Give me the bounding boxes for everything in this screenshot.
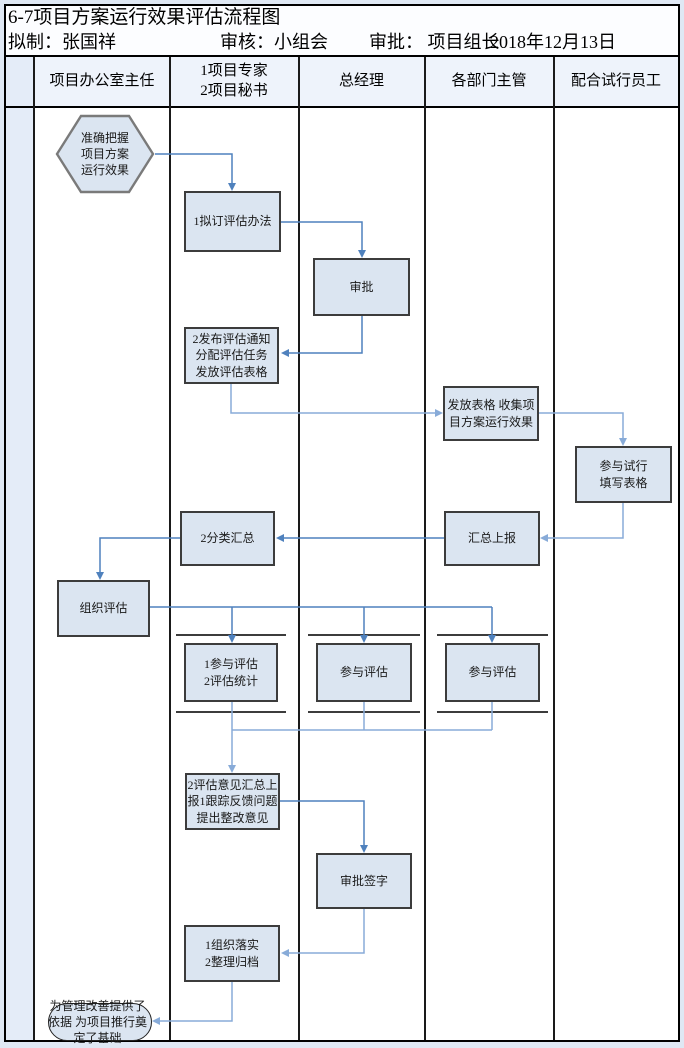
join-bar [308,711,420,713]
fork-bar [437,634,548,636]
meta-approver: 审批： 项目组长 [369,32,500,52]
node-label: 2评估意见汇总上 报1跟踪反馈问题 提出整改意见 [187,778,278,825]
process-implement-archive: 1组织落实 2整理归档 [184,925,280,982]
process-participate-dept: 参与评估 [445,643,540,702]
hexagon-outline [55,114,155,194]
process-feedback-summary: 2评估意见汇总上 报1跟踪反馈问题 提出整改意见 [185,773,280,830]
hexagon-shape [55,114,155,194]
process-report-up: 汇总上报 [444,511,540,566]
meta-date: 2018年12月13日 [490,32,616,52]
meta-reviewer: 审核：小组会 [220,32,328,52]
title-separator [6,55,678,57]
node-label: 参与试行 填写表格 [599,459,648,490]
process-participate-expert: 1参与评估 2评估统计 [184,643,278,702]
process-fill-forms: 参与试行 填写表格 [575,446,672,503]
start-node: 准确把握 项目方案 运行效果 [55,114,155,194]
header-separator [6,106,678,108]
title-block [6,6,678,55]
node-label: 参与评估 [468,665,517,680]
end-node: 为管理改善提供了 依据 为项目推行奠 定了基础 [48,999,152,1045]
node-label: 准确把握 项目方案 运行效果 [80,130,129,178]
node-label: 1参与评估 2评估统计 [203,657,258,688]
process-participate-gm: 参与评估 [316,643,412,702]
page-title: 6-7项目方案运行效果评估流程图 [8,7,281,28]
lane-header-general-manager: 总经理 [338,72,384,89]
node-label: 审批 [349,279,374,294]
node-label: 为管理改善提供了 依据 为项目推行奠 定了基础 [47,998,147,1046]
process-classify-summary: 2分类汇总 [180,511,275,566]
process-distribute-collect: 发放表格 收集项 目方案运行效果 [443,386,539,441]
lane-header-office-director: 项目办公室主任 [49,72,155,89]
join-bar [437,711,548,713]
left-margin-band [6,57,33,1040]
node-label: 审批签字 [339,873,388,888]
node-label: 1拟订评估办法 [193,214,272,229]
node-label: 2发布评估通知 分配评估任务 发放评估表格 [192,332,271,379]
process-draft-evaluation-method: 1拟订评估办法 [184,191,281,252]
node-label: 发放表格 收集项 目方案运行效果 [447,398,535,429]
meta-drafter: 拟制：张国祥 [8,32,116,52]
fork-bar [308,634,420,636]
lane-divider [424,57,426,1040]
join-bar [176,711,286,713]
lane-header-dept-managers: 各部门主管 [451,72,527,89]
lane-header-trial-staff: 配合试行员工 [570,72,661,89]
node-label: 汇总上报 [467,531,516,546]
lane-divider [33,57,35,1040]
node-label: 2分类汇总 [200,531,255,546]
lane-divider [298,57,300,1040]
node-label: 参与评估 [339,665,388,680]
process-sign-approval: 审批签字 [316,853,412,909]
lane-header-row [33,57,678,106]
fork-bar [176,634,286,636]
process-organize-evaluation: 组织评估 [57,580,150,637]
process-issue-notice: 2发布评估通知 分配评估任务 发放评估表格 [184,327,279,384]
node-label: 组织评估 [79,601,128,616]
lane-header-expert-secretary: 1项目专家 2项目秘书 [200,63,268,99]
sheet-border [4,4,680,1042]
node-label: 1组织落实 2整理归档 [204,938,259,969]
process-approve: 审批 [313,258,410,316]
lane-divider [553,57,555,1040]
